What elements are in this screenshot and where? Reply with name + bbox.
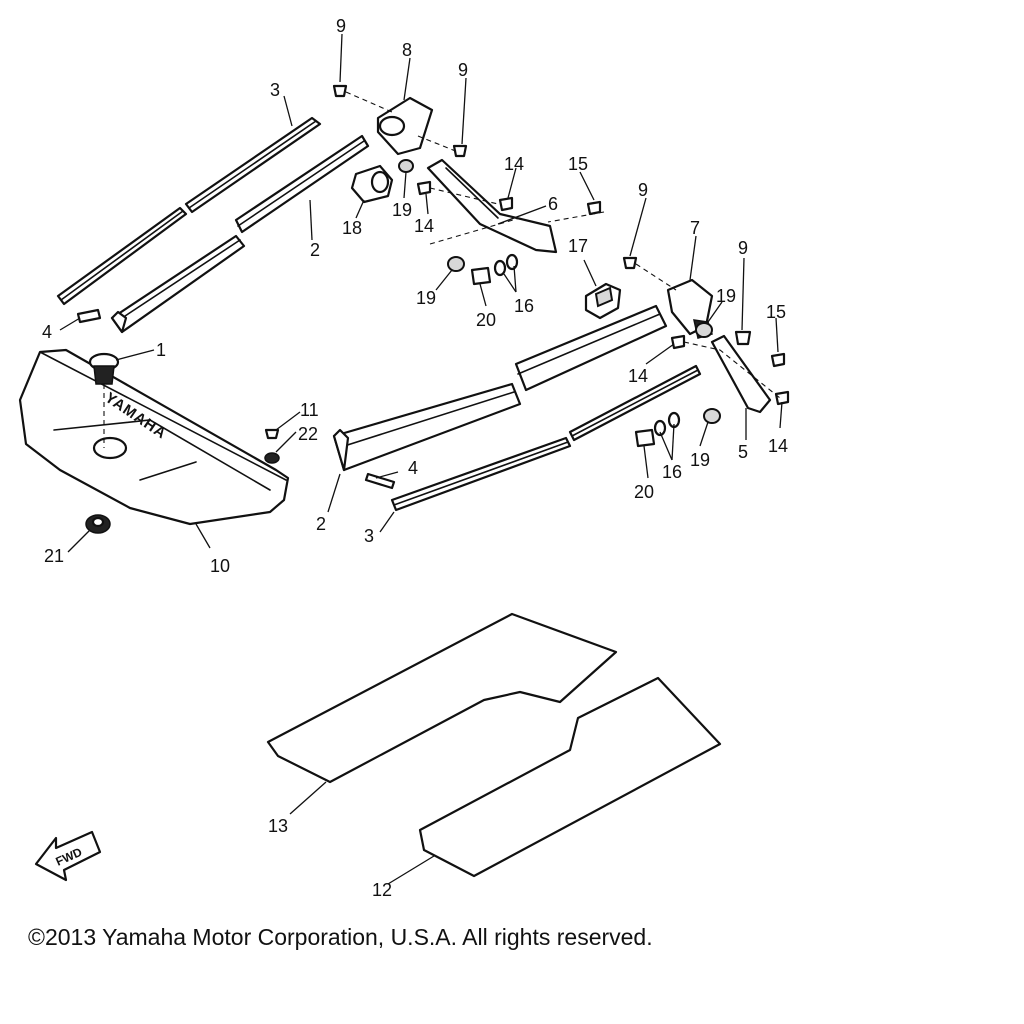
bolt-part-9-c bbox=[622, 256, 638, 270]
callout-2-lower: 2 bbox=[316, 514, 326, 534]
callout-12: 12 bbox=[372, 880, 392, 900]
leader-lines bbox=[59, 33, 783, 885]
callout-21: 21 bbox=[44, 546, 64, 566]
pin-part-4-lower bbox=[364, 472, 396, 490]
bolt-part-15-a bbox=[586, 200, 602, 216]
callout-1: 1 bbox=[156, 340, 166, 360]
fwd-arrow-icon: FWD bbox=[34, 830, 102, 882]
callout-20-b: 20 bbox=[634, 482, 654, 502]
callout-5: 5 bbox=[738, 442, 748, 462]
collar-part-19-b bbox=[447, 256, 465, 272]
callout-19-a: 19 bbox=[392, 200, 412, 220]
callout-14-a: 14 bbox=[504, 154, 524, 174]
washer-part-22 bbox=[264, 452, 280, 464]
callout-4-upper: 4 bbox=[42, 322, 52, 342]
callout-18: 18 bbox=[342, 218, 362, 238]
callout-16-a: 16 bbox=[514, 296, 534, 316]
mat-part-12 bbox=[418, 676, 722, 878]
bolt-part-14-c bbox=[670, 334, 686, 350]
bracket-part-17 bbox=[584, 282, 622, 320]
callout-22: 22 bbox=[298, 424, 318, 444]
channel-part-2-lower bbox=[332, 304, 668, 472]
callout-19-c: 19 bbox=[716, 286, 736, 306]
bolt-part-9-d bbox=[734, 330, 752, 346]
bolt-part-14-b bbox=[416, 180, 432, 196]
callout-15-a: 15 bbox=[568, 154, 588, 174]
callout-14-d: 14 bbox=[768, 436, 788, 456]
callout-9-a: 9 bbox=[336, 16, 346, 36]
washer-part-16-a bbox=[493, 253, 519, 277]
callout-15-b: 15 bbox=[766, 302, 786, 322]
callout-13: 13 bbox=[268, 816, 288, 836]
plate-part-5 bbox=[710, 334, 772, 414]
cap-part-1 bbox=[88, 352, 120, 448]
callout-10: 10 bbox=[210, 556, 230, 576]
bolt-part-11 bbox=[264, 428, 280, 440]
callout-3-upper: 3 bbox=[270, 80, 280, 100]
callout-6: 6 bbox=[548, 194, 558, 214]
bolt-part-14-a bbox=[498, 196, 514, 212]
callout-2-upper: 2 bbox=[310, 240, 320, 260]
copyright-notice: ©2013 Yamaha Motor Corporation, U.S.A. A… bbox=[28, 924, 653, 950]
callout-19-d: 19 bbox=[690, 450, 710, 470]
callout-11: 11 bbox=[300, 400, 319, 420]
callout-16-b: 16 bbox=[662, 462, 682, 482]
collar-part-19-a bbox=[398, 159, 414, 173]
washer-part-16-b bbox=[653, 411, 681, 437]
callout-labels: 1 2 2 3 3 4 4 5 6 7 8 9 9 9 9 10 11 12 1… bbox=[42, 16, 788, 900]
bracket-part-8 bbox=[376, 96, 434, 156]
callout-9-c: 9 bbox=[638, 180, 648, 200]
callout-7: 7 bbox=[690, 218, 700, 238]
nut-part-20-a bbox=[470, 266, 492, 286]
callout-20-a: 20 bbox=[476, 310, 496, 330]
nut-part-20-b bbox=[634, 428, 656, 448]
callout-14-c: 14 bbox=[628, 366, 648, 386]
pin-part-4-upper bbox=[76, 308, 102, 324]
callout-14-b: 14 bbox=[414, 216, 434, 236]
rail-part-3-upper bbox=[56, 116, 322, 306]
collar-part-19-c bbox=[695, 322, 713, 338]
rail-part-3-lower bbox=[390, 364, 702, 512]
bolt-part-15-b bbox=[770, 352, 786, 368]
callout-9-d: 9 bbox=[738, 238, 748, 258]
collar-part-19-d bbox=[703, 408, 721, 424]
callout-17: 17 bbox=[568, 236, 588, 256]
channel-part-2-upper bbox=[110, 134, 370, 334]
front-bumper-part-10: YAMAHA bbox=[18, 348, 290, 526]
callout-9-b: 9 bbox=[458, 60, 468, 80]
bolt-part-14-d bbox=[774, 390, 790, 406]
mat-part-13 bbox=[266, 612, 618, 784]
callout-8: 8 bbox=[402, 40, 412, 60]
bolt-part-9-b bbox=[452, 144, 468, 158]
callout-4-lower: 4 bbox=[408, 458, 418, 478]
bracket-part-18 bbox=[350, 164, 394, 204]
callout-19-b: 19 bbox=[416, 288, 436, 308]
bolt-part-9-a bbox=[332, 84, 348, 98]
bracket-part-6 bbox=[426, 158, 558, 254]
callout-3-lower: 3 bbox=[364, 526, 374, 546]
nut-part-21 bbox=[85, 514, 111, 534]
